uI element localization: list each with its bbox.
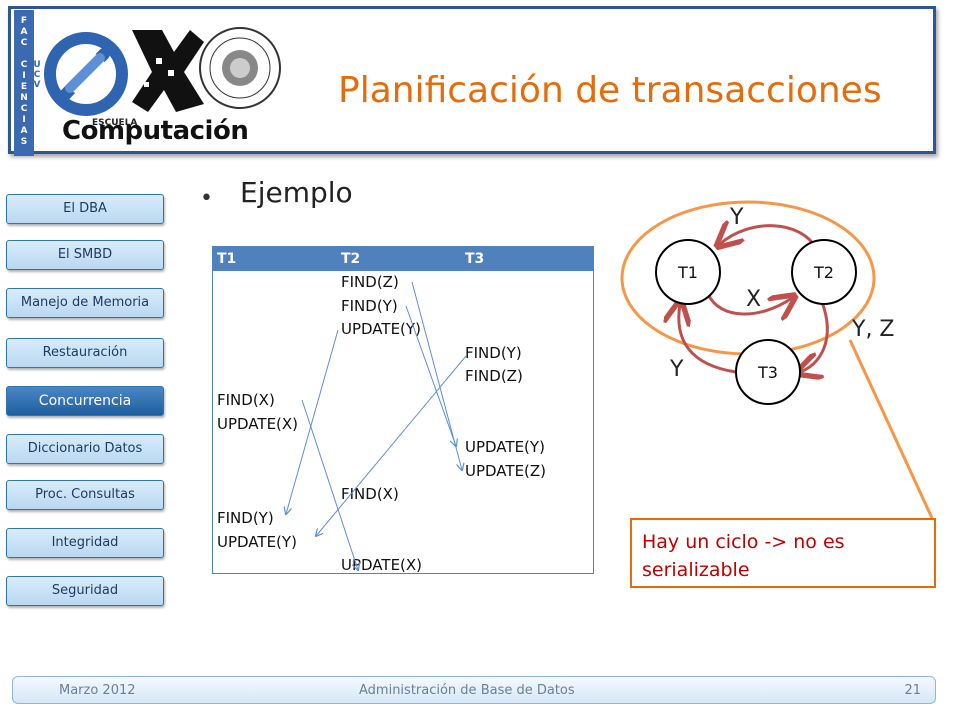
edge-label-right: Y, Z [851,317,895,342]
table-cell: FIND(Y) [341,296,398,315]
sidebar-item-seguridad[interactable]: Seguridad [6,576,164,606]
faculty-vertical-strip: FAC CIENCIAS [14,10,34,156]
edge-t3-t1-y [679,304,737,374]
sidebar-item-integridad[interactable]: Integridad [6,528,164,558]
school-logo [44,27,281,116]
edge-label-top: Y [729,205,744,230]
table-cell: UPDATE(Y) [465,438,545,457]
svg-text:T3: T3 [757,363,778,382]
callout-connector [848,339,934,519]
table-cell: FIND(Z) [465,367,523,386]
ucv-vertical-text: UCV [32,60,42,90]
transaction-table: T1 T2 T3 FIND(Z) FIND(Y) UPDATE(Y) FIND(Y) F… [212,246,594,574]
table-cell: UPDATE(X) [217,414,299,433]
edge-t2-t1-y [720,226,818,248]
column-header-t1: T1 [217,251,237,267]
table-header: T1 T2 T3 [213,247,593,271]
e-logo-icon [44,32,128,116]
sidebar-item-restauraci-n[interactable]: Restauración [6,338,164,368]
svg-text:T1: T1 [677,263,698,282]
footer-course: Administración de Base de Datos [359,683,575,698]
column-header-t3: T3 [465,251,485,267]
sidebar-item-el-smbd[interactable]: El SMBD [6,240,164,270]
sidebar-item-diccionario-datos[interactable]: Diccionario Datos [6,434,164,464]
logo-school-name: Computación [62,116,249,146]
svg-text:T2: T2 [813,263,834,282]
university-seal-icon [199,27,281,109]
column-header-t2: T2 [341,251,361,267]
footer-date: Marzo 2012 [59,683,136,698]
edge-label-left: Y [669,357,684,382]
bullet-text: Ejemplo [240,176,353,209]
table-cell: FIND(Y) [465,343,522,362]
table-cell: UPDATE(Y) [217,532,297,551]
table-cell: FIND(Z) [341,273,399,291]
cycle-callout: Hay un ciclo -> no es serializable [630,518,936,588]
table-cell: UPDATE(Y) [341,320,421,339]
logo-school-label: ESCUELA [92,118,138,128]
table-cell: UPDATE(X) [341,556,423,575]
edge-t1-t2-x [706,294,792,314]
sidebar-item-concurrencia[interactable]: Concurrencia [6,386,164,416]
x-map-logo-icon [132,30,204,112]
edge-t2-t3-yz [800,301,829,372]
footer-bar: Marzo 2012 Administración de Base de Dat… [12,676,936,704]
edge-label-middle: X [746,287,761,312]
bullet-icon: • [200,186,213,211]
faculty-text: FAC CIENCIAS [19,16,29,148]
node-t2: T2 [791,239,857,305]
node-t1: T1 [655,239,721,305]
sidebar-item-proc-consultas[interactable]: Proc. Consultas [6,480,164,510]
footer-page-number: 21 [904,683,921,698]
table-cell: FIND(X) [341,485,399,504]
page-title: Planificación de transacciones [338,70,882,111]
sidebar-item-el-dba[interactable]: El DBA [6,194,164,224]
table-cell: UPDATE(Z) [465,461,547,480]
precedence-graph: T1 T2 T3 Y X Y, Z Y [620,200,934,519]
table-cell: FIND(X) [217,391,275,409]
node-t3: T3 [735,339,801,405]
sidebar-item-manejo-de-memoria[interactable]: Manejo de Memoria [6,288,164,318]
table-cell: FIND(Y) [217,509,274,527]
